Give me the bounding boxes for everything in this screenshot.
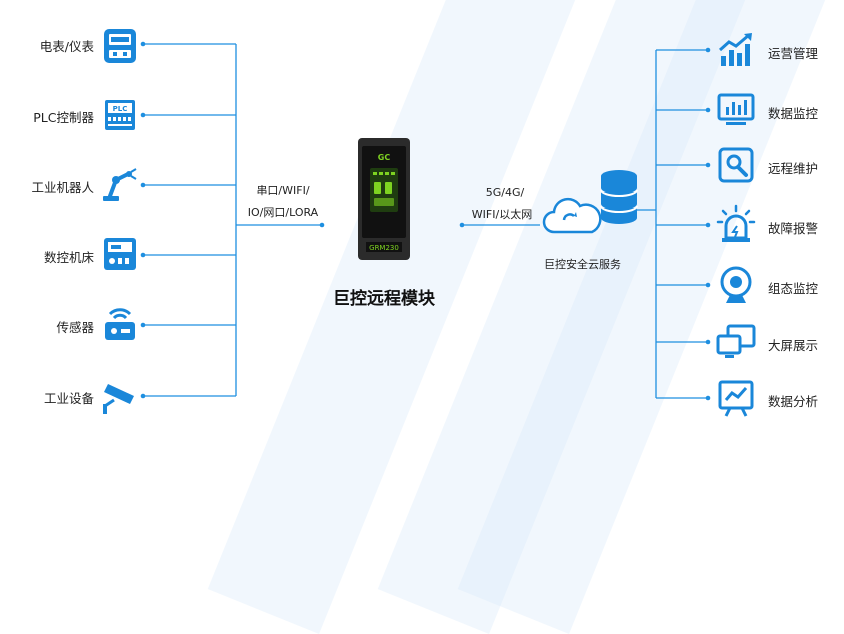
- meter-icon: [104, 29, 136, 63]
- left-label-cnc: 数控机床: [43, 250, 94, 265]
- right-label-operations: 运营管理: [768, 46, 819, 61]
- device-model: GRM230: [369, 244, 399, 252]
- link-right-line1: 5G/4G/: [485, 186, 525, 199]
- dual-screen-icon: [716, 324, 756, 358]
- left-label-meter: 电表/仪表: [39, 39, 94, 54]
- growth-chart-icon: [719, 33, 752, 66]
- plc-icon: PLC: [105, 100, 135, 130]
- analysis-board-icon: [718, 380, 754, 417]
- right-label-scada-monitoring: 组态监控: [768, 281, 819, 296]
- industrial-camera-icon: [103, 384, 134, 414]
- left-label-plc: PLC控制器: [33, 110, 94, 125]
- cloud-icon: [542, 197, 602, 234]
- alarm-light-icon: [716, 204, 756, 242]
- sensor-icon: [105, 308, 135, 340]
- webcam-icon: [720, 266, 752, 303]
- right-label-fault-alarm: 故障报警: [768, 221, 819, 236]
- cloud-label: 巨控安全云服务: [544, 258, 621, 271]
- left-label-robot: 工业机器人: [31, 180, 94, 195]
- cnc-machine-icon: [104, 238, 136, 270]
- link-left-line2: IO/网口/LORA: [247, 206, 319, 219]
- link-left-line1: 串口/WIFI/: [256, 184, 310, 197]
- right-label-data-monitoring: 数据监控: [768, 106, 819, 121]
- wrench-search-icon: [718, 147, 754, 183]
- remote-module-device: GC GRM230: [358, 138, 410, 260]
- connection-lines: [140, 41, 711, 401]
- svg-text:PLC: PLC: [113, 105, 128, 113]
- monitor-chart-icon: [717, 93, 755, 125]
- right-label-data-analysis: 数据分析: [768, 394, 819, 409]
- right-label-remote-maintenance: 远程维护: [768, 161, 819, 176]
- robot-arm-icon: [103, 168, 137, 201]
- database-icon: [600, 170, 638, 224]
- device-logo: GC: [378, 153, 391, 162]
- link-right-line2: WIFI/以太网: [471, 208, 533, 221]
- left-label-equipment: 工业设备: [43, 391, 94, 406]
- device-title: 巨控远程模块: [333, 289, 435, 309]
- right-label-big-screen: 大屏展示: [768, 338, 819, 353]
- left-label-sensor: 传感器: [56, 320, 94, 335]
